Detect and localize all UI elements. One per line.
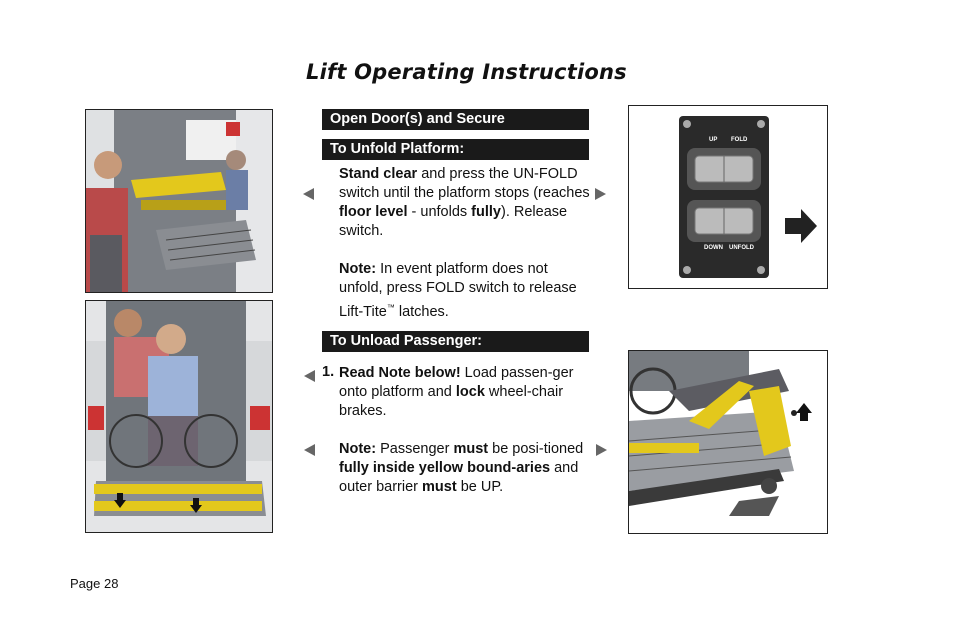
switch-panel-figure: UP FOLD DOWN UNFOLD — [628, 105, 828, 289]
page-number: Page 28 — [70, 576, 119, 591]
switch-label-unfold: UNFOLD — [729, 245, 754, 251]
arrow-right-icon — [785, 209, 817, 243]
photo-passenger-on-platform — [85, 300, 273, 533]
right-pointer-icon — [596, 444, 607, 456]
photo-platform-barrier-closeup — [628, 350, 828, 534]
switch-label-up: UP — [709, 137, 718, 143]
section-heading-open-door: Open Door(s) and Secure — [322, 109, 589, 130]
unload-note: Note: Passenger must be posi-tioned full… — [339, 441, 584, 495]
switch-label-down: DOWN — [704, 245, 723, 251]
left-pointer-icon — [304, 370, 315, 382]
section-heading-unload-passenger: To Unload Passenger: — [322, 331, 589, 352]
section-heading-unfold-platform: To Unfold Platform: — [322, 139, 589, 160]
up-arrow-icon — [190, 498, 202, 513]
unfold-instruction: Stand clear and press the UN-FOLD switch… — [339, 166, 590, 239]
photo-operator-unfolding-lift — [85, 109, 273, 293]
left-pointer-icon — [304, 444, 315, 456]
left-pointer-icon — [303, 188, 314, 200]
unfold-note: Note: In event platform does not unfold,… — [339, 261, 577, 320]
page-title: Lift Operating Instructions — [306, 60, 627, 84]
switch-label-fold: FOLD — [731, 137, 748, 143]
unload-step-1: Read Note below! Load passen-ger onto pl… — [339, 365, 574, 419]
up-arrow-icon — [796, 403, 812, 421]
up-arrow-icon — [114, 493, 126, 508]
step-number: 1. — [322, 364, 335, 380]
right-pointer-icon — [595, 188, 606, 200]
